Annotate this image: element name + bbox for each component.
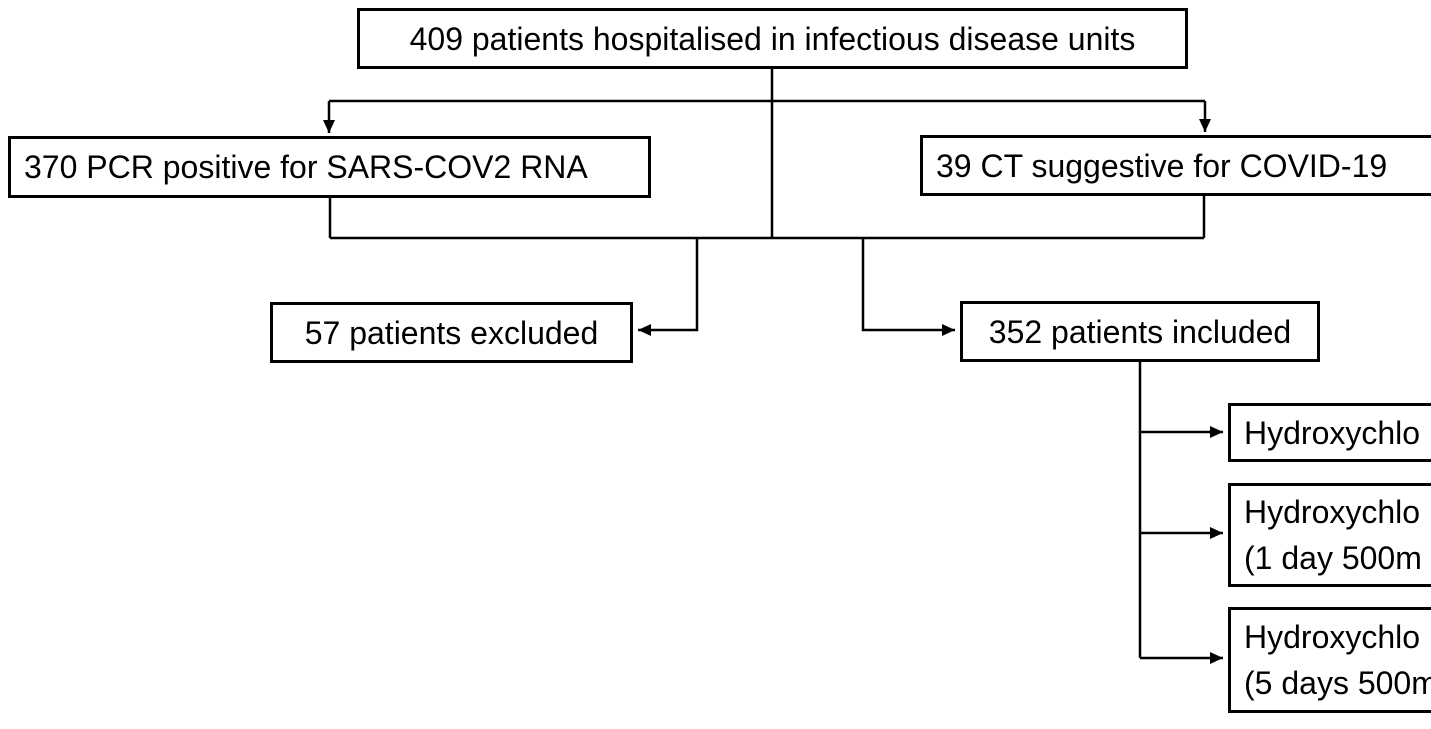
node-excluded-label: 57 patients excluded [304, 314, 599, 351]
node-hcq-arm-2-line1: Hydroxychlo [1244, 494, 1421, 530]
node-hcq-arm-3: Hydroxychlo (5 days 500m [1228, 607, 1431, 713]
node-ct-suggestive-label: 39 CT suggestive for COVID-19 [936, 147, 1388, 184]
node-hospitalised-label: 409 patients hospitalised in infectious … [409, 20, 1136, 57]
node-excluded: 57 patients excluded [270, 302, 633, 363]
node-ct-suggestive: 39 CT suggestive for COVID-19 [920, 135, 1431, 196]
node-hospitalised: 409 patients hospitalised in infectious … [357, 8, 1188, 69]
node-included-label: 352 patients included [988, 313, 1292, 350]
connector-arrow-to-excluded [638, 238, 699, 336]
node-hcq-arm-1-line1: Hydroxychlo [1244, 414, 1421, 451]
node-hcq-arm-3-line1: Hydroxychlo [1244, 619, 1421, 655]
node-hcq-arm-2-line2: (1 day 500m [1244, 540, 1422, 576]
node-pcr-positive-label: 370 PCR positive for SARS-COV2 RNA [24, 149, 588, 185]
connector-arrow-to-included [861, 238, 955, 336]
node-hcq-arm-2: Hydroxychlo (1 day 500m [1228, 483, 1431, 587]
node-pcr-positive: 370 PCR positive for SARS-COV2 RNA [8, 136, 651, 198]
node-hcq-arm-3-line2: (5 days 500m [1244, 665, 1431, 701]
node-hcq-arm-1: Hydroxychlo [1228, 403, 1431, 462]
node-included: 352 patients included [960, 301, 1320, 362]
